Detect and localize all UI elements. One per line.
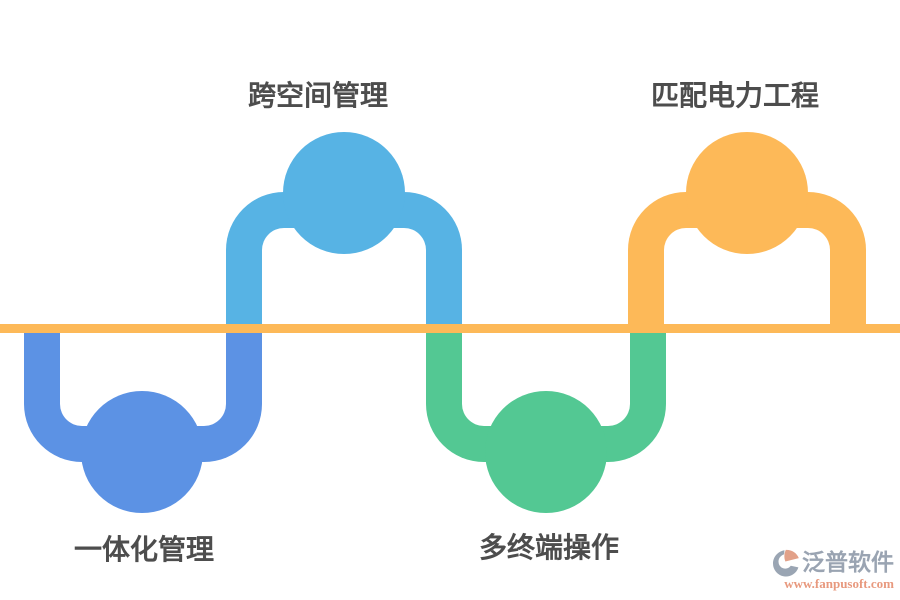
node-circle-powermatch bbox=[686, 132, 808, 254]
node-circle-integrated bbox=[81, 391, 203, 513]
node-label-crossspace: 跨空间管理 bbox=[247, 79, 389, 112]
node-circle-crossspace bbox=[283, 132, 405, 254]
fanpu-swoosh-icon bbox=[772, 549, 800, 577]
brand-block: 泛普软件 www.fanpusoft.com bbox=[768, 549, 894, 592]
node-label-powermatch: 匹配电力工程 bbox=[650, 79, 820, 112]
baseline-rule bbox=[0, 324, 900, 333]
brand-website-link[interactable]: www.fanpusoft.com bbox=[784, 576, 894, 591]
node-label-integrated: 一体化管理 bbox=[73, 533, 215, 566]
node-circle-multiterminal bbox=[485, 391, 607, 513]
brand-name: 泛普软件 bbox=[802, 550, 894, 576]
node-label-multiterminal: 多终端操作 bbox=[478, 531, 620, 564]
